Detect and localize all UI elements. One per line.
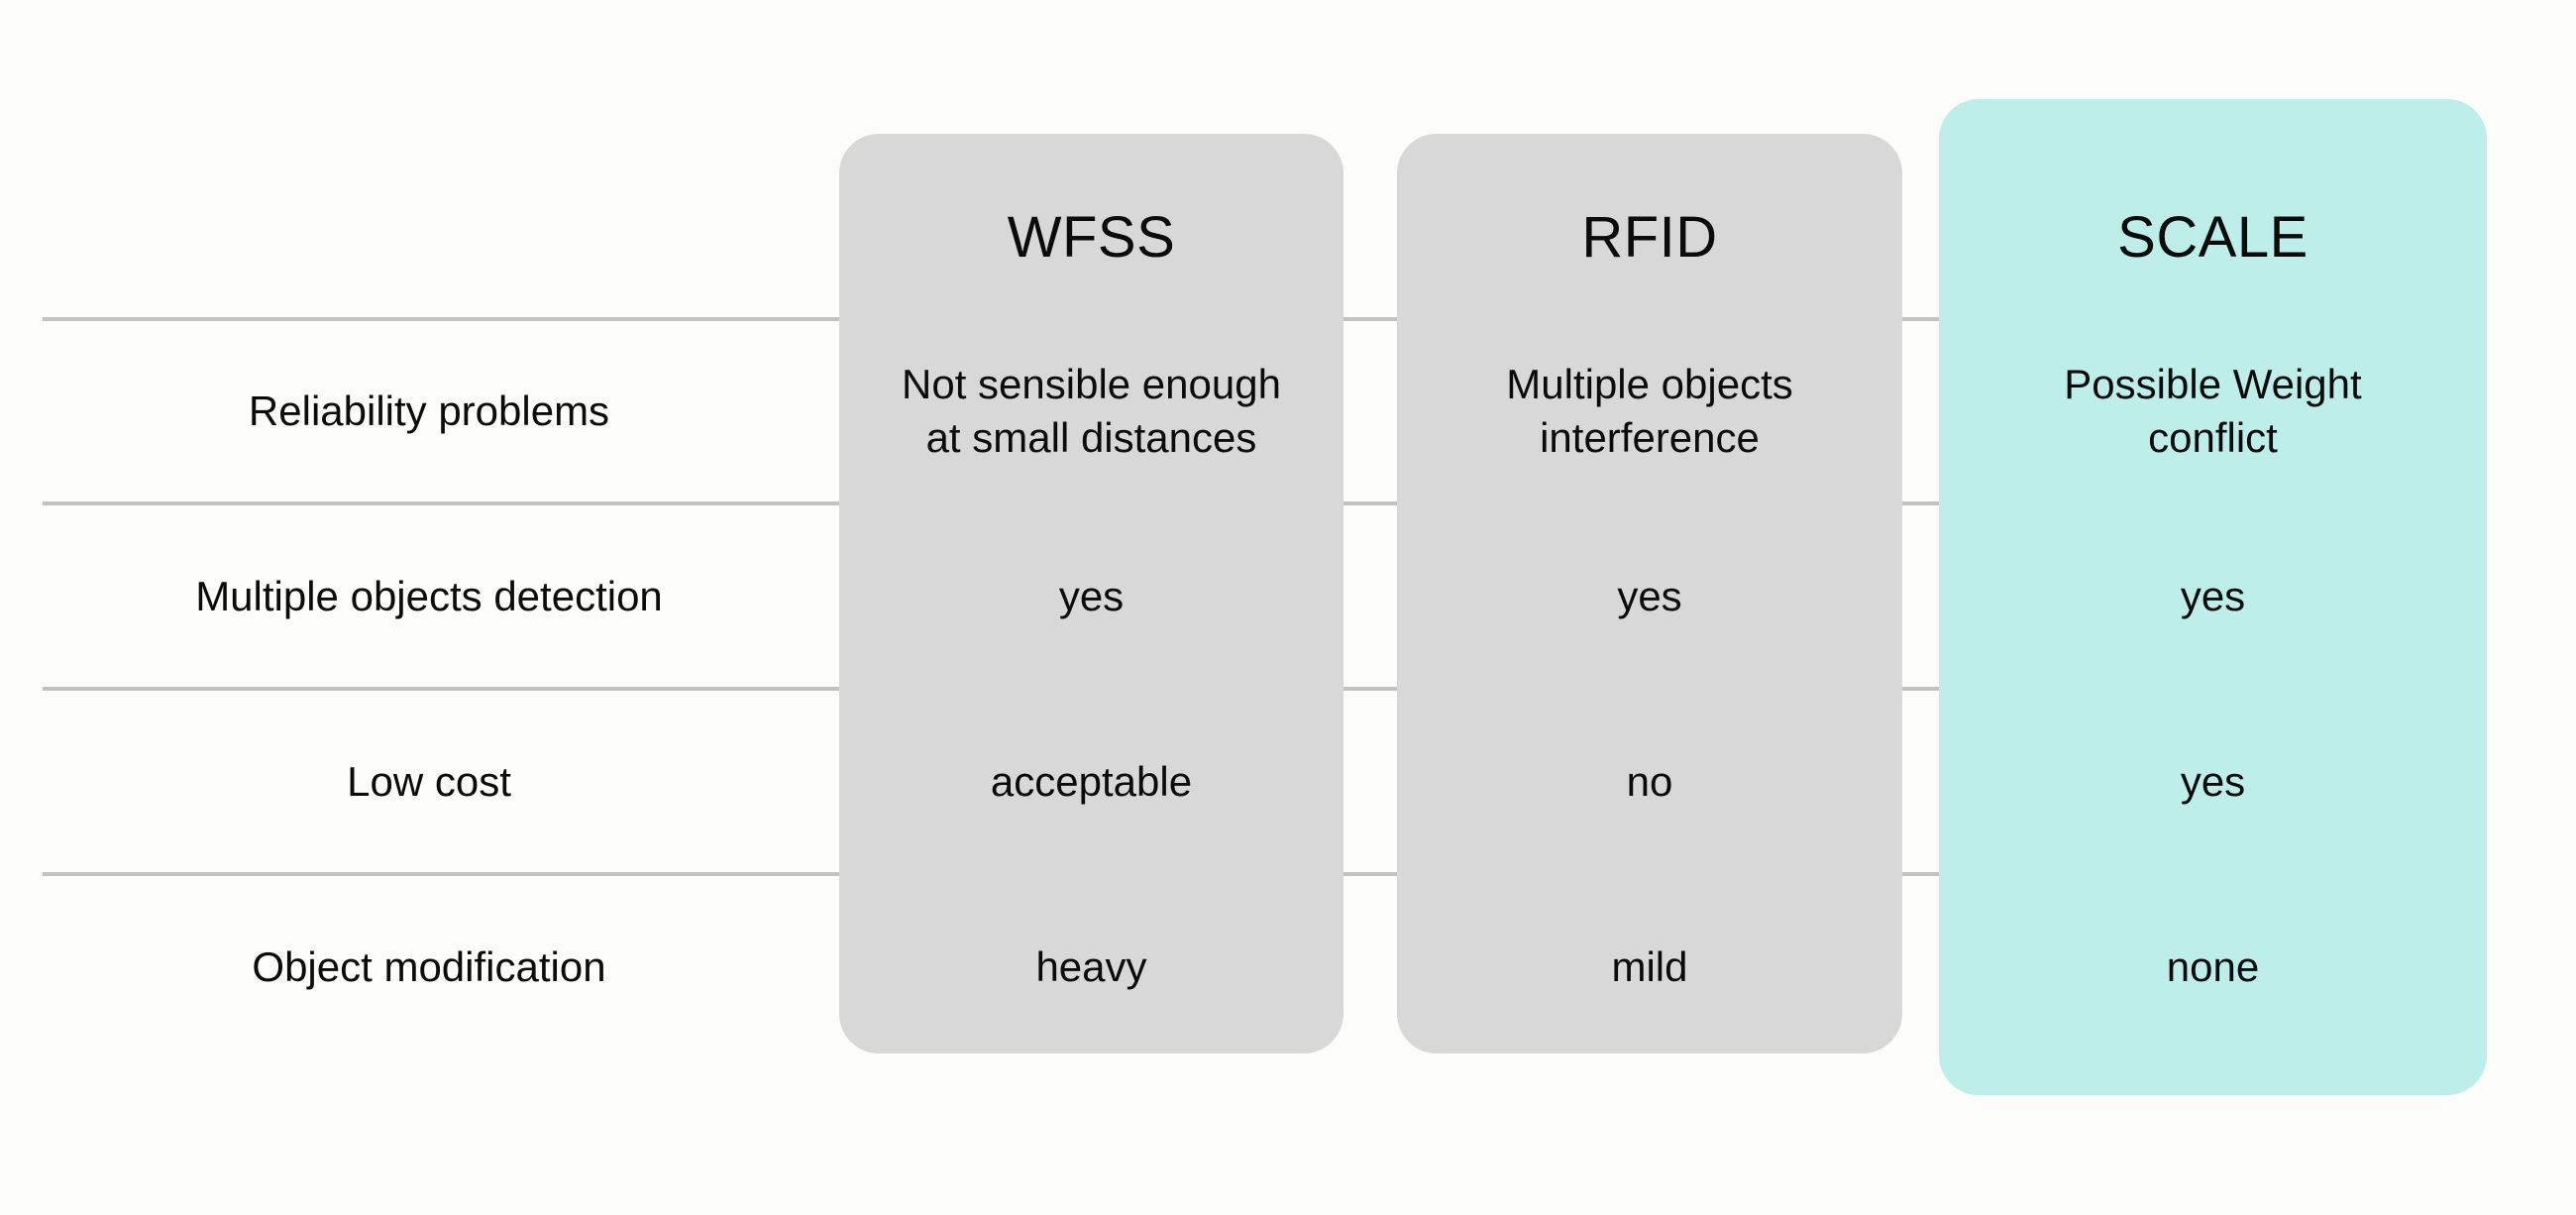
column-title-rfid: RFID — [1581, 204, 1718, 270]
cell-0-scale: Possible Weight conflict — [2064, 361, 2362, 461]
column-title-scale: SCALE — [2117, 204, 2308, 270]
row-label-0: Reliability problems — [248, 387, 610, 435]
cell-3-scale: none — [2166, 942, 2260, 990]
row-label-3: Object modification — [252, 942, 606, 990]
row-label-1: Multiple objects detection — [195, 572, 663, 619]
cell-2-scale: yes — [2180, 757, 2246, 805]
column-card-rfid[interactable] — [1397, 134, 1902, 1053]
cell-2-rfid: no — [1626, 757, 1673, 805]
cell-0-wfss: Not sensible enough at small distances — [902, 361, 1281, 461]
cell-1-wfss: yes — [1058, 572, 1125, 619]
cell-3-rfid: mild — [1611, 942, 1688, 990]
cell-1-scale: yes — [2180, 572, 2246, 619]
column-card-wfss[interactable] — [839, 134, 1343, 1053]
row-label-2: Low cost — [347, 757, 511, 805]
cell-2-wfss: acceptable — [990, 757, 1193, 805]
cell-3-wfss: heavy — [1035, 942, 1147, 990]
cell-0-rfid: Multiple objects interference — [1506, 361, 1793, 461]
column-title-wfss: WFSS — [1007, 204, 1176, 270]
cell-1-rfid: yes — [1617, 572, 1682, 619]
column-card-scale[interactable] — [1939, 99, 2487, 1095]
